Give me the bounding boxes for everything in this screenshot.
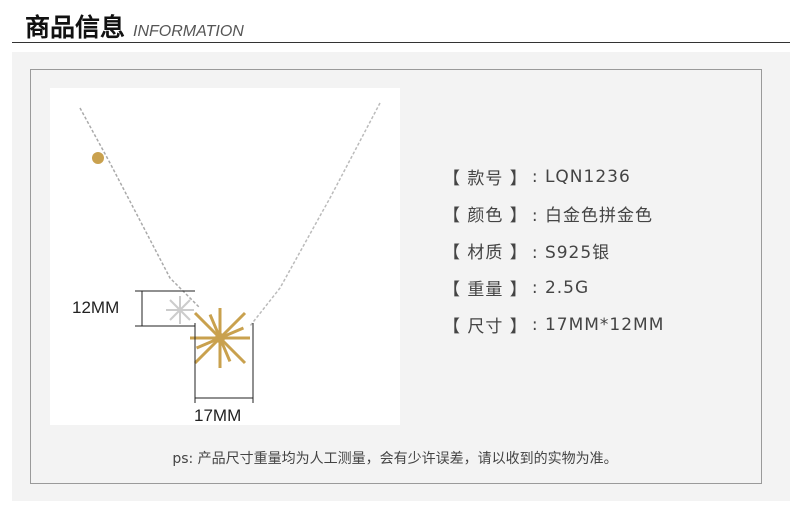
spec-row-material: 【 材质 】: S925银	[443, 232, 664, 269]
spec-label: 【 材质 】	[443, 243, 528, 263]
spec-value: : LQN1236	[531, 166, 631, 187]
spec-value: : 白金色拼金色	[531, 206, 653, 226]
spec-label: 【 尺寸 】	[443, 317, 528, 337]
spec-label: 【 款号 】	[443, 169, 528, 189]
height-dimension-label: 12MM	[72, 298, 120, 317]
header-title-cn: 商品信息	[25, 13, 126, 42]
measurement-note: ps: 产品尺寸重量均为人工测量，会有少许误差，请以收到的实物为准。	[172, 451, 618, 467]
spec-label: 【 重量 】	[443, 280, 528, 300]
spec-row-size: 【 尺寸 】: 17MM*12MM	[443, 306, 664, 343]
header-title-en: INFORMATION	[133, 23, 244, 40]
spec-list: 【 款号 】: LQN1236 【 颜色 】: 白金色拼金色 【 材质 】: S…	[443, 158, 664, 343]
spec-row-color: 【 颜色 】: 白金色拼金色	[443, 195, 664, 232]
product-image: 12MM 17MM	[50, 88, 400, 425]
spec-label: 【 颜色 】	[443, 206, 528, 226]
spec-value: : 2.5G	[531, 277, 590, 298]
header-divider	[12, 42, 790, 43]
necklace-illustration	[79, 102, 381, 403]
spec-row-model: 【 款号 】: LQN1236	[443, 158, 664, 195]
section-header: 商品信息 INFORMATION	[25, 8, 244, 44]
spec-value: : 17MM*12MM	[531, 314, 665, 335]
width-dimension-label: 17MM	[194, 406, 242, 425]
spec-row-weight: 【 重量 】: 2.5G	[443, 269, 664, 306]
spec-value: : S925银	[531, 243, 611, 263]
info-frame	[30, 69, 762, 484]
